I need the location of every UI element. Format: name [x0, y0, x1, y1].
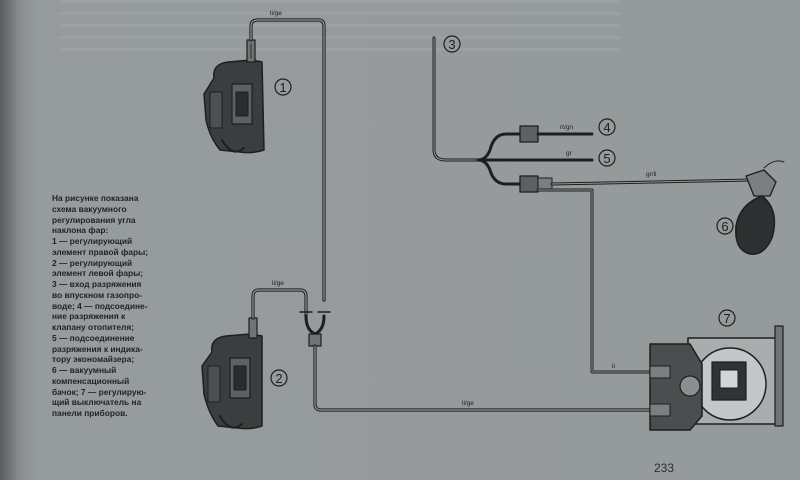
figure-caption: На рисунке показана схема вакуумного рег… [52, 193, 180, 419]
callout-6: 6 [721, 219, 728, 234]
actuator-left-headlight [201, 317, 263, 430]
dashboard-switch [649, 325, 784, 431]
show-through-text [60, 0, 620, 60]
y-junction [299, 311, 652, 412]
caption-line: тору экономайзера; [52, 354, 135, 365]
caption-line: На рисунке показана [52, 193, 139, 203]
caption-line: регулирования угла [52, 214, 136, 225]
caption-line: наклона фар: [52, 225, 109, 236]
caption-line: щий выключатель на [52, 397, 142, 408]
caption-line: элемент правой фары; [52, 246, 149, 257]
callout-1: 1 [279, 80, 286, 95]
caption-line: 1 — регулирующий [52, 236, 133, 246]
caption-line: во впускном газопро- [52, 289, 142, 300]
page-number: 233 [654, 461, 675, 475]
caption-line: разряжения к индика- [52, 343, 143, 354]
caption-line: схема вакуумного [52, 203, 127, 214]
caption-line: клапану отопителя; [52, 322, 135, 332]
wire-label-port4: rt/gn [560, 124, 573, 131]
vacuum-tank [735, 160, 785, 255]
wire-label-left: li/ge [272, 280, 284, 287]
wire-label-switch: li [612, 363, 615, 370]
caption-line: ние разряжения к [52, 311, 126, 322]
distribution-fitting [476, 125, 754, 374]
wire-label-tank: gr/li [646, 171, 656, 178]
callout-2: 2 [275, 371, 282, 386]
wire-label-bottom: li/ge [462, 400, 474, 407]
wire-label-top: li/ge [270, 10, 282, 17]
page-binding-shadow [0, 0, 16, 480]
callout-5: 5 [603, 151, 610, 166]
caption-line: элемент левой фары; [52, 268, 144, 279]
caption-line: 3 — вход разряжения [52, 279, 142, 289]
caption-line: бачок; 7 — регулирую- [52, 386, 147, 397]
caption-line: компенсационный [52, 375, 130, 386]
callout-7: 7 [723, 311, 730, 326]
callout-4: 4 [603, 120, 610, 135]
caption-line: воде; 4 — подсоедине- [52, 300, 148, 311]
caption-line: 5 — подсоединение [52, 332, 135, 343]
caption-line: 2 — регулирующий [52, 257, 133, 268]
caption-line: 6 — вакуумный [52, 365, 117, 375]
callout-3: 3 [448, 37, 455, 52]
caption-line: панели приборов. [52, 408, 128, 418]
wire-label-port5: gr [566, 150, 573, 157]
actuator-right-headlight [203, 39, 265, 154]
